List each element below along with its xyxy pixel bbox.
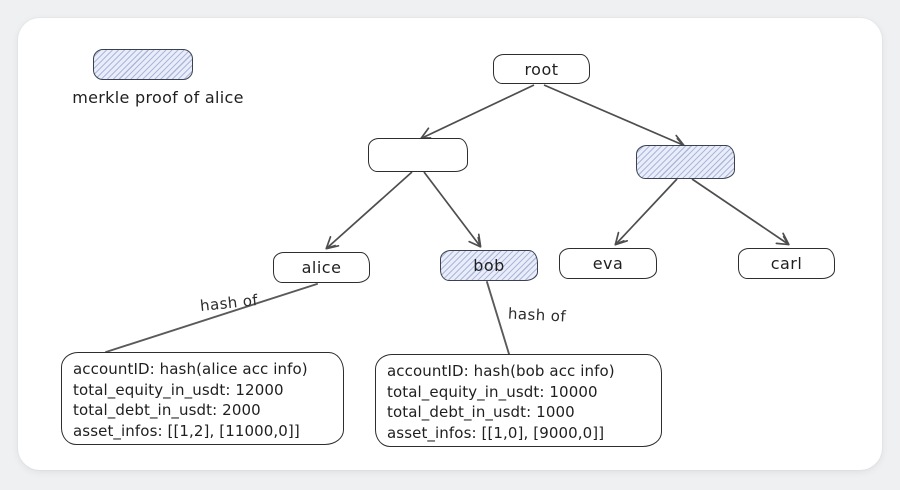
edge-root-to-internal-right bbox=[543, 84, 685, 148]
tree-node-carl-label: carl bbox=[770, 254, 803, 273]
edge-root-to-internal-left bbox=[420, 84, 535, 140]
tree-node-eva: eva bbox=[559, 248, 657, 279]
bob-total-debt-line: total_debt_in_usdt: 1000 bbox=[387, 403, 575, 421]
bob-account-id-line: accountID: hash(bob acc info) bbox=[387, 362, 615, 380]
bob-asset-infos-line: asset_infos: [[1,0], [9000,0]] bbox=[387, 423, 605, 442]
alice-total-debt-line: total_debt_in_usdt: 2000 bbox=[73, 401, 261, 419]
tree-node-bob-label: bob bbox=[473, 256, 505, 275]
edge-alice-hash-of-line bbox=[105, 283, 318, 353]
merkle-proof-legend-swatch bbox=[93, 49, 193, 80]
tree-node-carl: carl bbox=[738, 248, 835, 279]
hash-of-label-bob: hash of bbox=[507, 304, 567, 326]
bob-account-info-box: accountID: hash(bob acc info) total_equi… bbox=[375, 354, 662, 447]
merkle-proof-legend-label: merkle proof of alice bbox=[72, 88, 244, 107]
tree-node-root: root bbox=[493, 54, 590, 84]
tree-node-alice: alice bbox=[273, 252, 370, 283]
edge-internal-right-to-carl bbox=[691, 178, 790, 246]
tree-node-eva-label: eva bbox=[592, 254, 624, 273]
alice-total-equity-line: total_equity_in_usdt: 12000 bbox=[73, 380, 284, 399]
edge-internal-left-to-bob bbox=[423, 171, 482, 248]
edge-bob-hash-of-line bbox=[486, 281, 510, 355]
hash-of-label-alice: hash of bbox=[199, 291, 259, 315]
tree-node-alice-label: alice bbox=[301, 258, 342, 277]
bob-total-equity-line: total_equity_in_usdt: 10000 bbox=[387, 382, 598, 401]
alice-account-id-line: accountID: hash(alice acc info) bbox=[73, 360, 308, 378]
alice-account-info-box: accountID: hash(alice acc info) total_eq… bbox=[61, 352, 344, 445]
tree-node-internal-right-proof bbox=[636, 145, 735, 179]
edge-internal-right-to-eva bbox=[614, 178, 678, 246]
tree-node-internal-left bbox=[368, 138, 468, 172]
alice-asset-infos-line: asset_infos: [[1,2], [11000,0]] bbox=[73, 421, 300, 440]
edge-internal-left-to-alice bbox=[325, 171, 413, 250]
tree-node-bob-proof: bob bbox=[440, 250, 538, 281]
diagram-card: merkle proof of alice root alice bob eva… bbox=[18, 18, 882, 470]
tree-node-root-label: root bbox=[524, 59, 559, 79]
